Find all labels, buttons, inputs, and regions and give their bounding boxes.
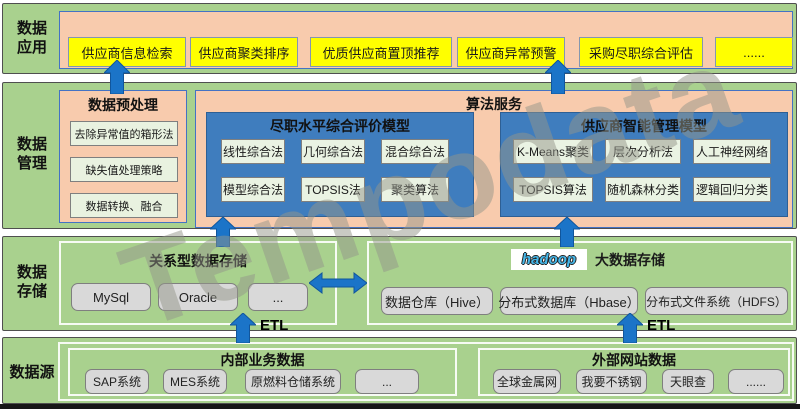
mgmt-method-ann: 人工神经网络 xyxy=(693,139,771,164)
layer-data-storage: 数据 存储 关系型数据存储 MySql Oracle ... hadoop 大数… xyxy=(2,236,797,331)
mgmt-method-topsis: TOPSIS算法 xyxy=(513,177,593,202)
layer-data-source: 数据源 内部业务数据 SAP系统 MES系统 原燃料仓储系统 ... 外部网站数… xyxy=(2,337,797,404)
source-outer-panel: 内部业务数据 SAP系统 MES系统 原燃料仓储系统 ... 外部网站数据 全球… xyxy=(58,342,794,401)
preprocess-panel: 数据预处理 去除异常值的箱形法 缺失值处理策略 数据转换、融合 xyxy=(59,90,187,223)
etl-up-arrow-icon xyxy=(617,313,643,343)
relational-storage-title: 关系型数据存储 xyxy=(149,253,247,269)
bigdata-storage-title: 大数据存储 xyxy=(595,252,665,268)
etl-label-left: ETL xyxy=(260,317,289,334)
algorithm-service-panel: 算法服务 尽职水平综合评价模型 线性综合法 几何综合法 混合综合法 模型综合法 … xyxy=(195,90,793,228)
source-box-sap: SAP系统 xyxy=(85,369,149,394)
app-box-supplier-anomaly-alert: 供应商异常预警 xyxy=(457,37,565,67)
management-model-title: 供应商智能管理模型 xyxy=(581,118,707,134)
layer-data-management: 数据 管理 数据预处理 去除异常值的箱形法 缺失值处理策略 数据转换、融合 算法… xyxy=(2,82,797,229)
mgmt-method-random-forest: 随机森林分类 xyxy=(605,177,681,202)
eval-method-clustering: 聚类算法 xyxy=(381,177,449,202)
bidirectional-arrow-icon xyxy=(309,272,367,294)
source-box-stainless-steel-site: 我要不锈钢 xyxy=(576,369,647,394)
rail-label-line: 数据 xyxy=(16,20,47,37)
algorithm-service-title: 算法服务 xyxy=(466,96,522,112)
rail-label-line: 应用 xyxy=(16,39,47,56)
layer-data-application: 数据 应用 供应商信息检索 供应商聚类排序 优质供应商置顶推荐 供应商异常预警 … xyxy=(2,3,797,74)
rail-label-data-storage: 数据 存储 xyxy=(5,263,59,301)
app-box-procurement-diligence-evaluation: 采购尽职综合评估 xyxy=(579,37,703,67)
source-box-global-metal-net: 全球金属网 xyxy=(493,369,561,394)
evaluation-model-panel: 尽职水平综合评价模型 线性综合法 几何综合法 混合综合法 模型综合法 TOPSI… xyxy=(206,112,474,217)
app-box-supplier-cluster-ranking: 供应商聚类排序 xyxy=(190,37,298,67)
up-arrow-icon xyxy=(554,217,580,247)
storage-box-mysql: MySql xyxy=(71,283,151,311)
eval-method-topsis: TOPSIS法 xyxy=(301,177,365,202)
etl-up-arrow-icon xyxy=(230,313,256,343)
up-arrow-icon xyxy=(104,60,130,94)
eval-method-linear: 线性综合法 xyxy=(221,139,285,164)
storage-box-hdfs: 分布式文件系统（HDFS） xyxy=(645,287,788,315)
preprocess-box-transform-fusion: 数据转换、融合 xyxy=(70,193,178,218)
rail-label-line: 数据 xyxy=(16,136,47,153)
internal-data-title: 内部业务数据 xyxy=(220,352,305,368)
management-model-panel: 供应商智能管理模型 K-Means聚类 层次分析法 人工神经网络 TOPSIS算… xyxy=(500,112,788,217)
application-panel: 供应商信息检索 供应商聚类排序 优质供应商置顶推荐 供应商异常预警 采购尽职综合… xyxy=(59,11,793,69)
preprocess-title: 数据预处理 xyxy=(88,97,158,113)
storage-box-hbase: 分布式数据库（Hbase） xyxy=(498,287,640,315)
rail-label-line: 存储 xyxy=(16,283,47,300)
app-box-supplier-info-retrieval: 供应商信息检索 xyxy=(68,37,186,67)
internal-data-panel: 内部业务数据 SAP系统 MES系统 原燃料仓储系统 ... xyxy=(68,348,457,396)
rail-label-line: 数据 xyxy=(16,264,47,281)
source-box-internal-more: ... xyxy=(355,369,419,394)
evaluation-model-title: 尽职水平综合评价模型 xyxy=(270,118,410,134)
bottom-border xyxy=(0,404,800,409)
storage-box-more: ... xyxy=(248,283,308,311)
rail-label-data-management: 数据 管理 xyxy=(5,135,59,173)
preprocess-box-outlier-removal: 去除异常值的箱形法 xyxy=(70,121,178,146)
rail-label-line: 数据源 xyxy=(9,364,55,381)
source-box-raw-material-warehouse: 原燃料仓储系统 xyxy=(245,369,341,394)
source-box-mes: MES系统 xyxy=(163,369,227,394)
preprocess-box-missing-value: 缺失值处理策略 xyxy=(70,157,178,182)
external-data-panel: 外部网站数据 全球金属网 我要不锈钢 天眼查 ...... xyxy=(478,348,790,396)
external-data-title: 外部网站数据 xyxy=(592,352,676,368)
rail-label-data-source: 数据源 xyxy=(5,363,59,382)
eval-method-model: 模型综合法 xyxy=(221,177,285,202)
mgmt-method-kmeans: K-Means聚类 xyxy=(513,139,593,164)
mgmt-method-logistic-regression: 逻辑回归分类 xyxy=(693,177,771,202)
eval-method-hybrid: 混合综合法 xyxy=(381,139,449,164)
app-box-more: ...... xyxy=(715,37,793,67)
eval-method-geometric: 几何综合法 xyxy=(301,139,365,164)
source-box-tianyancha: 天眼查 xyxy=(662,369,714,394)
source-box-external-more: ...... xyxy=(728,369,784,394)
storage-box-oracle: Oracle xyxy=(158,283,238,311)
up-arrow-icon xyxy=(210,217,236,247)
storage-box-hive: 数据仓库（Hive） xyxy=(381,287,493,315)
rail-label-line: 管理 xyxy=(16,155,47,172)
mgmt-method-ahp: 层次分析法 xyxy=(605,139,681,164)
bigdata-storage-panel: hadoop 大数据存储 数据仓库（Hive） 分布式数据库（Hbase） 分布… xyxy=(367,241,793,325)
etl-label-right: ETL xyxy=(647,317,676,334)
rail-label-data-application: 数据 应用 xyxy=(5,19,59,57)
up-arrow-icon xyxy=(545,60,571,94)
hadoop-logo: hadoop xyxy=(511,249,587,270)
app-box-top-supplier-recommendation: 优质供应商置顶推荐 xyxy=(310,37,452,67)
relational-storage-panel: 关系型数据存储 MySql Oracle ... xyxy=(59,241,337,325)
